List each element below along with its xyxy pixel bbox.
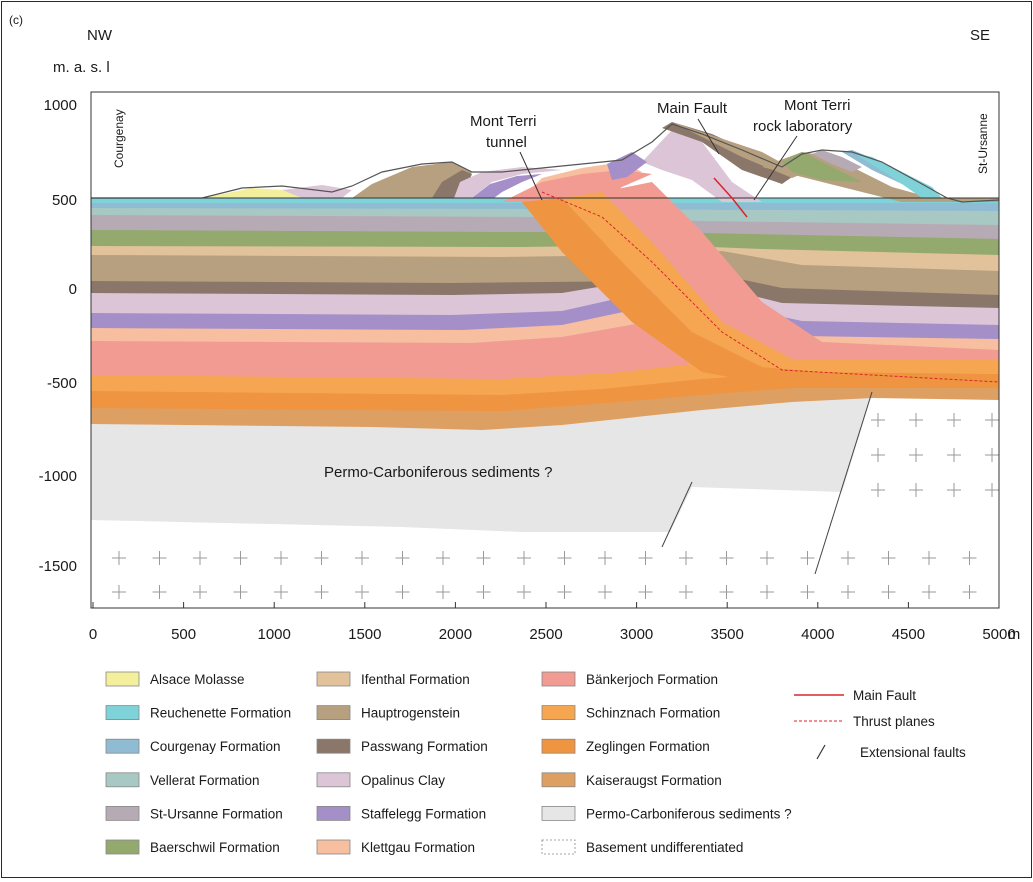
legend-swatch [316, 738, 351, 754]
terrain-surface-line [91, 123, 999, 203]
flat-strata [91, 198, 999, 430]
x-tick-label: 4500 [892, 626, 925, 643]
legend-swatch [105, 705, 140, 720]
y-tick-labels: 1000 500 0 -500 -1000 -1500 [39, 97, 77, 575]
legend-label: Permo-Carboniferous sediments ? [586, 806, 792, 821]
legend-line-label: Extensional faults [860, 745, 966, 760]
legend-label: Hauptrogenstein [361, 706, 460, 721]
x-tick-label: 1500 [348, 626, 381, 643]
legend-label: Bänkerjoch Formation [586, 672, 718, 687]
x-tick-label: 2500 [529, 626, 562, 643]
label-lab-line2: rock laboratory [753, 118, 853, 135]
legend-swatch [105, 806, 140, 821]
legend-swatch [105, 738, 140, 754]
y-tick-minus1500: -1500 [39, 558, 77, 575]
direction-nw: NW [87, 27, 113, 44]
legend-swatch [316, 705, 351, 720]
lab-leader-line [753, 135, 798, 201]
label-main-fault: Main Fault [657, 100, 728, 117]
legend-label: Opalinus Clay [361, 773, 445, 788]
x-tick-label: 1000 [258, 626, 291, 643]
flexure-strata [522, 182, 999, 388]
x-tick-label: 500 [171, 626, 196, 643]
legend-label: Courgenay Formation [150, 739, 281, 754]
tunnel-leader-line [519, 151, 543, 201]
permo-carboniferous-sediments [91, 394, 872, 532]
x-tick-label: 3500 [711, 626, 744, 643]
anticline-strata [202, 122, 999, 202]
label-tunnel-line2: tunnel [486, 134, 527, 151]
x-axis-unit: m [1008, 626, 1021, 643]
legend-label: Vellerat Formation [150, 773, 260, 788]
section-body [91, 122, 999, 608]
plot-frame [90, 91, 1000, 609]
legend-swatch [541, 671, 576, 687]
main-fault-leader-line [697, 118, 720, 155]
legend-swatch [105, 772, 140, 788]
legend-swatch [105, 671, 140, 687]
legend-label: Reuchenette Formation [150, 706, 291, 721]
x-tick-label: 5000 [982, 626, 1015, 643]
legend-swatch [316, 671, 351, 687]
legend-label: Schinznach Formation [586, 706, 720, 721]
legend-swatch [541, 806, 576, 821]
legend-swatch [541, 839, 576, 855]
label-st-ursanne: St-Ursanne [976, 113, 990, 174]
legend-swatch [316, 806, 351, 821]
legend-label: Basement undifferentiated [586, 840, 743, 855]
x-tick-label: 3000 [620, 626, 653, 643]
legend-swatch [316, 839, 351, 855]
panel-label: (c) [9, 13, 23, 27]
y-tick-500: 500 [52, 192, 77, 209]
x-tick-label: 2000 [439, 626, 472, 643]
y-tick-minus500: -500 [47, 375, 77, 392]
direction-se: SE [970, 27, 990, 44]
label-tunnel-line1: Mont Terri [470, 113, 536, 130]
legend-swatch [541, 772, 576, 788]
legend-label: Klettgau Formation [361, 840, 475, 855]
legend-label: Staffelegg Formation [361, 806, 486, 821]
legend-label: Kaiseraugst Formation [586, 773, 722, 788]
legend-label: Ifenthal Formation [361, 672, 470, 687]
legend-label: Baerschwil Formation [150, 840, 280, 855]
legend-label: Alsace Molasse [150, 672, 245, 687]
legend-swatch [541, 738, 576, 754]
legend-line-label: Thrust planes [853, 714, 935, 729]
thrust-plane-line [541, 191, 999, 383]
legend-label: St-Ursanne Formation [150, 806, 283, 821]
legend-line-symbol [816, 744, 826, 760]
legend-swatch [105, 839, 140, 855]
legend-swatch [541, 705, 576, 720]
extensional-fault-2 [814, 391, 873, 575]
y-axis-label: m. a. s. l [53, 59, 110, 76]
label-permo-carboniferous: Permo-Carboniferous sediments ? [324, 464, 552, 481]
basement-crosses [112, 413, 999, 599]
x-tick-label: 4000 [801, 626, 834, 643]
label-lab-line1: Mont Terri [784, 97, 850, 114]
legend-label: Zeglingen Formation [586, 739, 710, 754]
label-courgenay: Courgenay [112, 109, 126, 168]
y-tick-1000: 1000 [44, 97, 77, 114]
legend-line-label: Main Fault [853, 688, 916, 703]
legend-swatch [316, 772, 351, 788]
y-tick-0: 0 [69, 281, 77, 298]
x-tick-label: 0 [89, 626, 97, 643]
legend-label: Passwang Formation [361, 739, 488, 754]
y-tick-minus1000: -1000 [39, 468, 77, 485]
extensional-fault-1 [661, 481, 693, 548]
main-fault-line [713, 177, 748, 218]
x-axis: 0 500 1000 1500 2000 2500 3000 3500 4000 4500 5000… [89, 602, 1020, 643]
